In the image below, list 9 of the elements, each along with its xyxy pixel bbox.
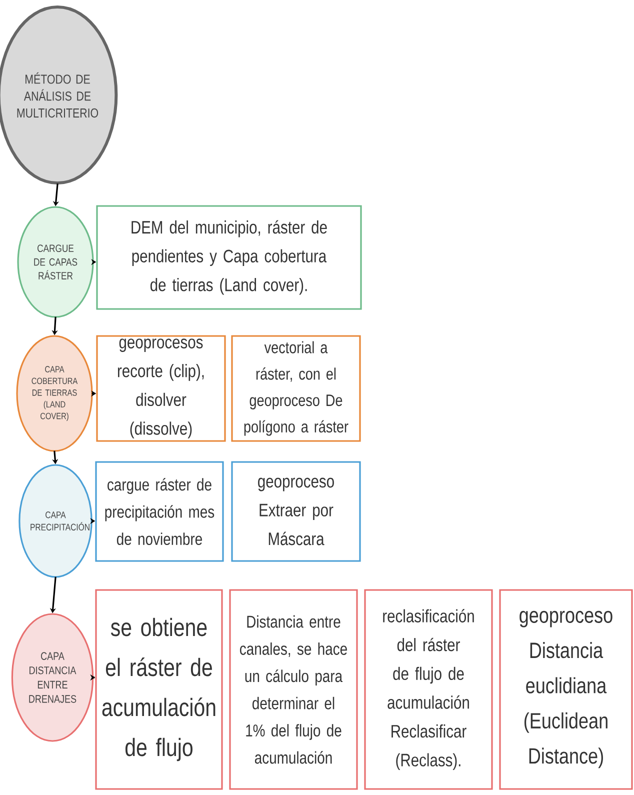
process-box: Distancia entre canales, se hace un cálculo para determinar el 1% del flujo de acumulación <box>229 589 358 790</box>
process-box: geoproceso Extraer por Máscara <box>231 461 361 562</box>
process-box: vectorial a ráster, con el geoproceso De polígono a ráster <box>231 335 361 442</box>
process-box: cargue ráster de precipitación mes de noviembre <box>95 461 224 562</box>
process-box: DEM del municipio, ráster de pendientes y Capa cobertura de tierras (Land cover). <box>96 205 362 310</box>
process-box: se obtiene el ráster de acumulación de flujo <box>95 589 223 790</box>
process-box: geoproceso Distancia euclidiana (Euclidean Distance) <box>499 589 633 790</box>
process-box: reclasificación del ráster de flujo de acumulación Reclasificar (Reclass). <box>364 589 493 790</box>
process-box: geoprocesos recorte (clip), disolver (dissolve) <box>96 335 226 442</box>
